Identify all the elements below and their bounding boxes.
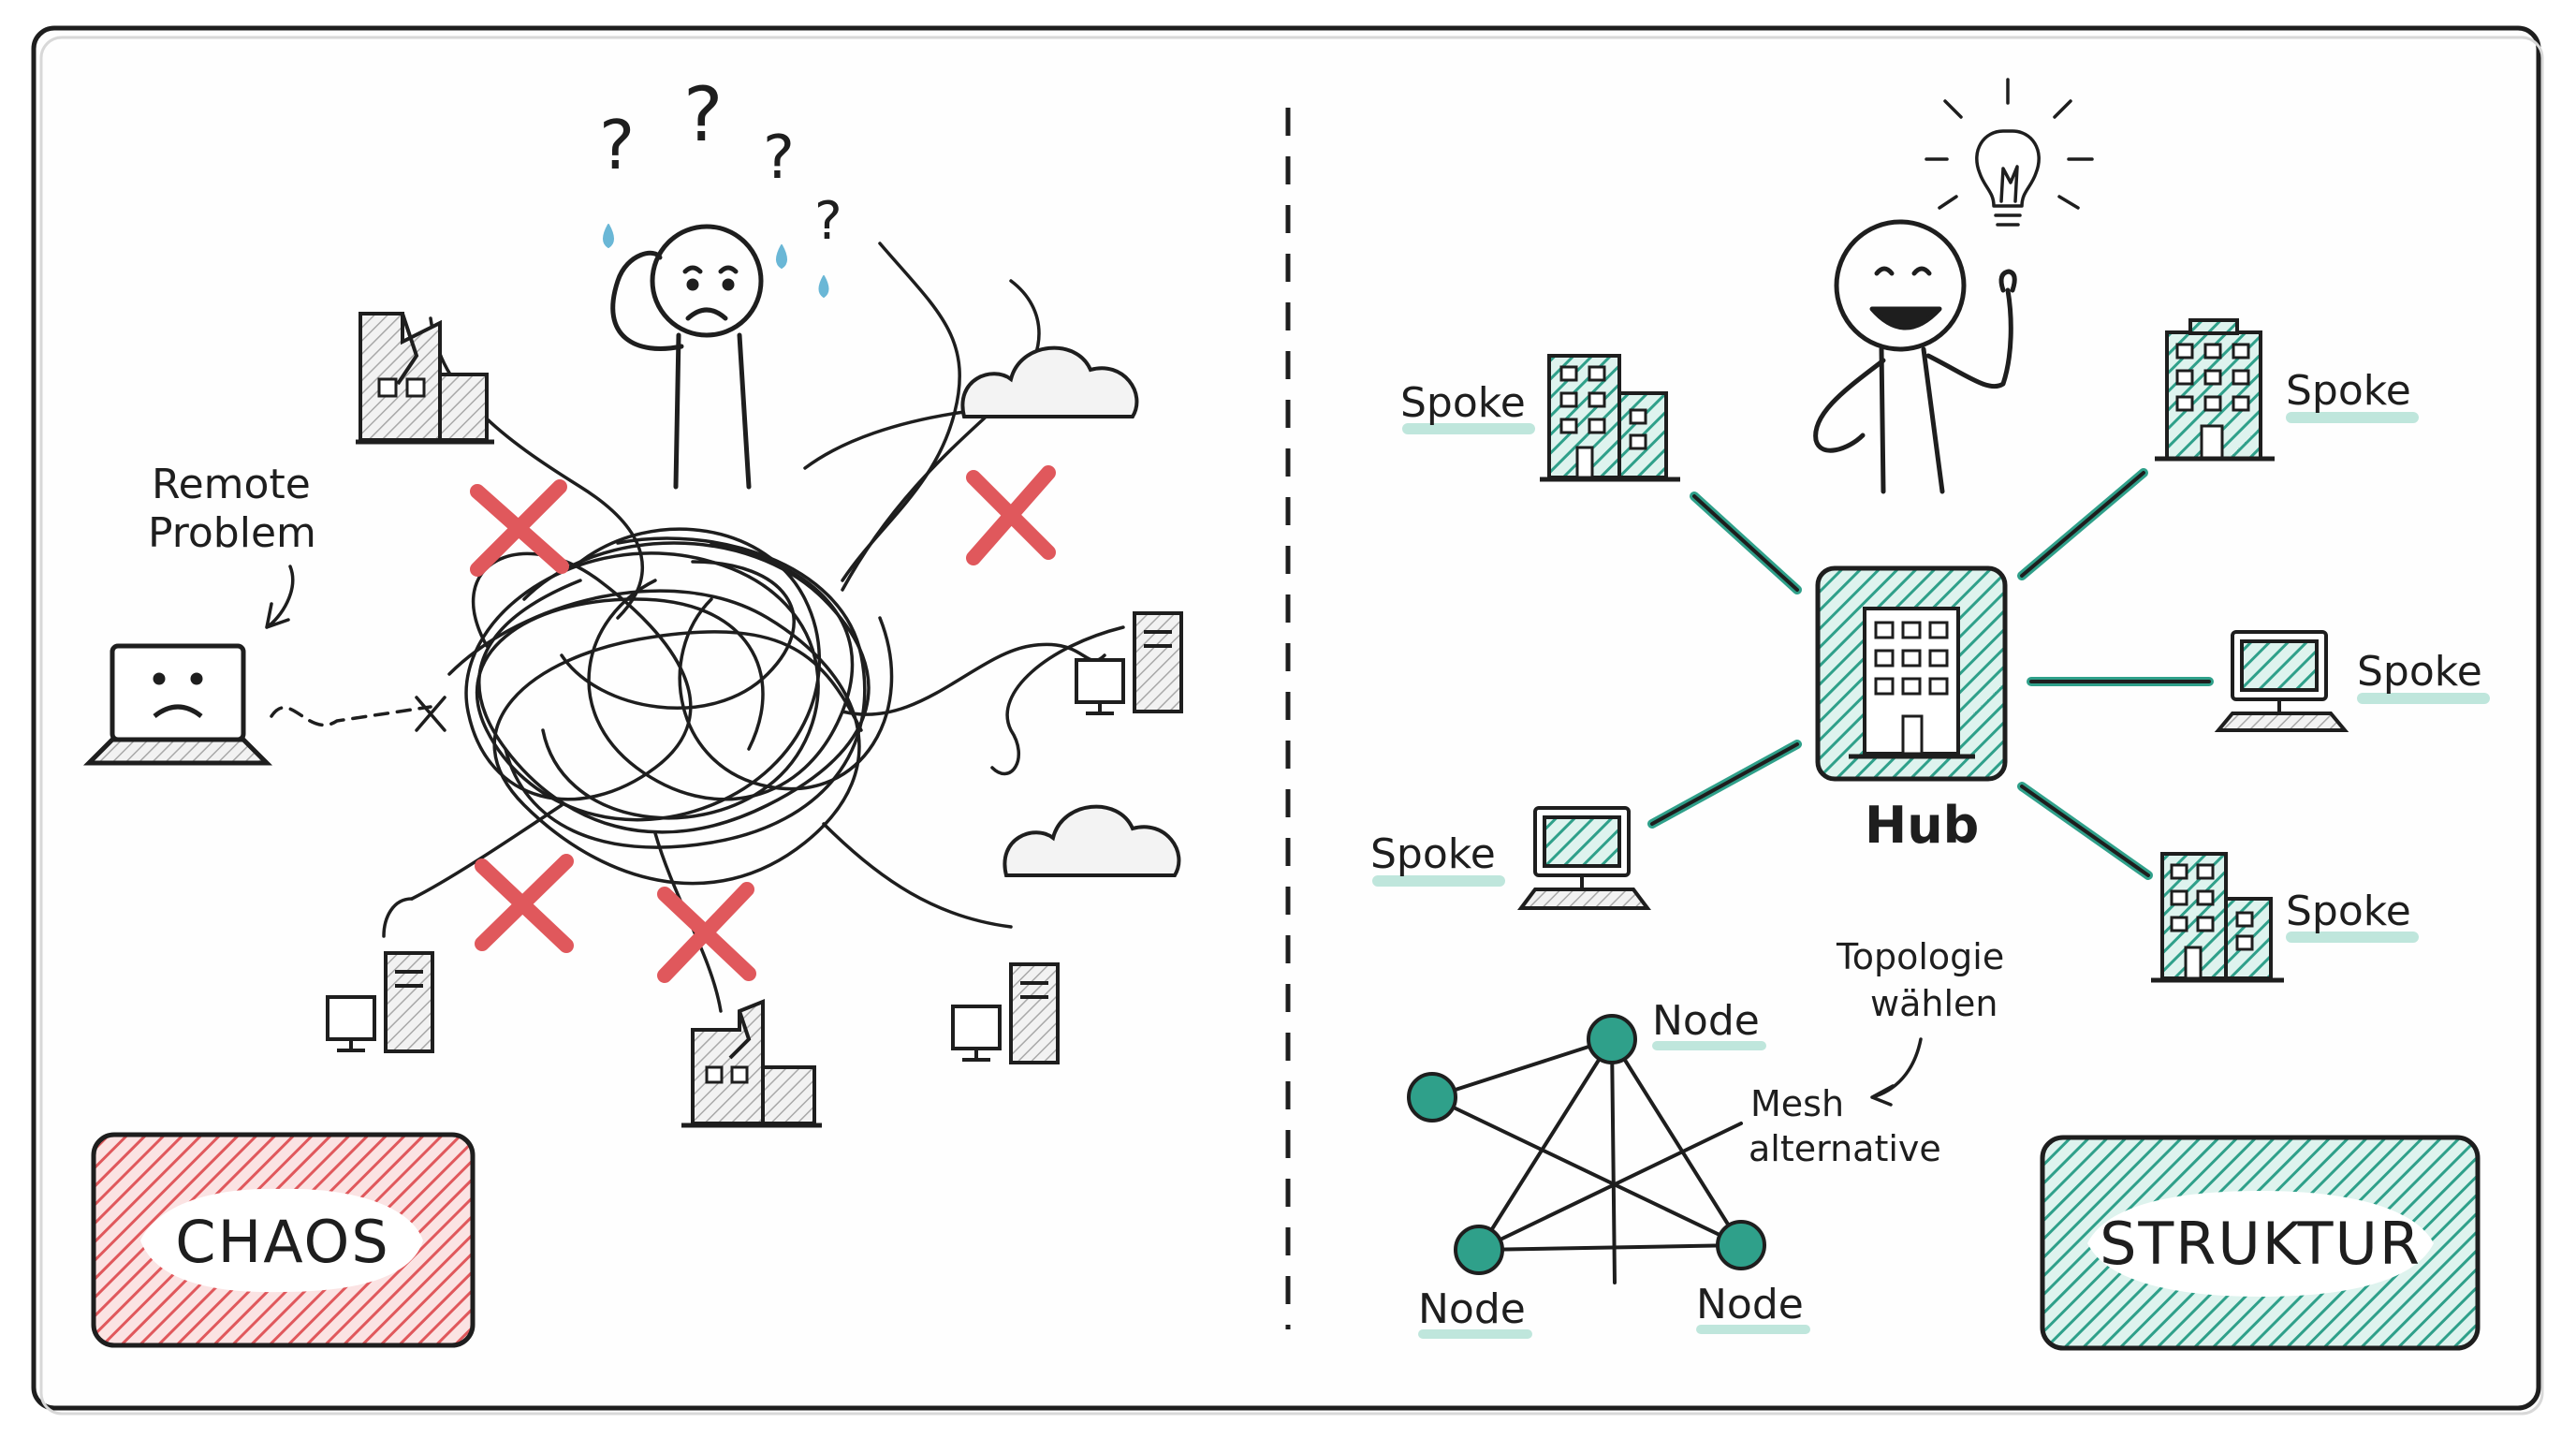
desktop-computer-icon [326, 951, 434, 1053]
spoke-label-top-right: Spoke [2286, 367, 2419, 423]
svg-text:Spoke: Spoke [2286, 888, 2411, 935]
spoke-computer-icon [2214, 630, 2349, 732]
broken-building-icon [356, 312, 494, 445]
struktur-badge-label: STRUKTUR [2100, 1210, 2422, 1278]
mesh-node [1454, 1225, 1504, 1275]
mesh-node [1587, 1014, 1637, 1064]
topology-note-line1: Topologie [1836, 936, 2004, 977]
svg-text:?: ? [814, 191, 842, 252]
svg-text:?: ? [683, 71, 723, 158]
spoke-building-icon [2155, 318, 2275, 462]
spoke-label-right: Spoke [2357, 648, 2490, 704]
svg-text:Spoke: Spoke [2286, 367, 2411, 415]
node-label-top: Node [1652, 997, 1766, 1050]
desktop-computer-icon [951, 962, 1060, 1064]
mesh-network [1407, 1014, 1766, 1284]
spoke-computer-icon [1517, 806, 1651, 910]
spoke-label-bottom-right: Spoke [2286, 888, 2419, 943]
svg-text:?: ? [599, 106, 635, 184]
mesh-note-line2: alternative [1749, 1128, 1941, 1169]
annotation-arrow [265, 565, 295, 629]
remote-problem-annotation-line1: Remote [152, 461, 311, 508]
svg-text:Node: Node [1418, 1285, 1526, 1333]
mesh-node [1716, 1220, 1766, 1270]
chaos-badge-label: CHAOS [175, 1208, 389, 1276]
sad-laptop-icon [82, 643, 273, 766]
cloud-icon [960, 345, 1139, 418]
node-label-bottom-right: Node [1696, 1281, 1810, 1334]
mesh-note-line1: Mesh [1750, 1083, 1844, 1124]
hub-label: Hub [1865, 796, 1979, 855]
svg-text:Node: Node [1696, 1281, 1804, 1328]
desktop-computer-icon [1075, 611, 1183, 715]
mesh-node [1407, 1072, 1457, 1123]
spoke-building-icon [2151, 852, 2284, 983]
node-label-bottom-left: Node [1418, 1285, 1532, 1339]
broken-connection-line [270, 705, 432, 727]
lightbulb-icon [1925, 78, 2094, 227]
tangled-cables [382, 242, 1125, 1013]
svg-text:Spoke: Spoke [1400, 379, 1526, 427]
chaos-badge: CHAOS [91, 1132, 476, 1348]
broken-building-icon [681, 999, 822, 1128]
hub-building-icon [1815, 565, 2008, 782]
confused-person-icon: ? ? ? ? [599, 71, 842, 490]
cloud-icon [1003, 804, 1181, 877]
topology-note-line2: wählen [1870, 983, 1998, 1024]
spoke-label-top-left: Spoke [1400, 379, 1535, 434]
svg-text:?: ? [763, 124, 795, 193]
happy-person-icon [1813, 219, 2017, 494]
svg-text:Spoke: Spoke [1370, 830, 1496, 878]
spoke-label-left: Spoke [1370, 830, 1505, 887]
struktur-badge: STRUKTUR [2040, 1135, 2481, 1351]
topology-note-arrow [1870, 1037, 1923, 1107]
remote-problem-annotation-line2: Problem [148, 509, 316, 557]
svg-text:Node: Node [1652, 997, 1760, 1045]
broken-connection-x [415, 696, 446, 732]
broken-link-x-marks [470, 465, 1056, 983]
spoke-building-icon [1540, 354, 1680, 482]
svg-text:Spoke: Spoke [2357, 648, 2482, 696]
